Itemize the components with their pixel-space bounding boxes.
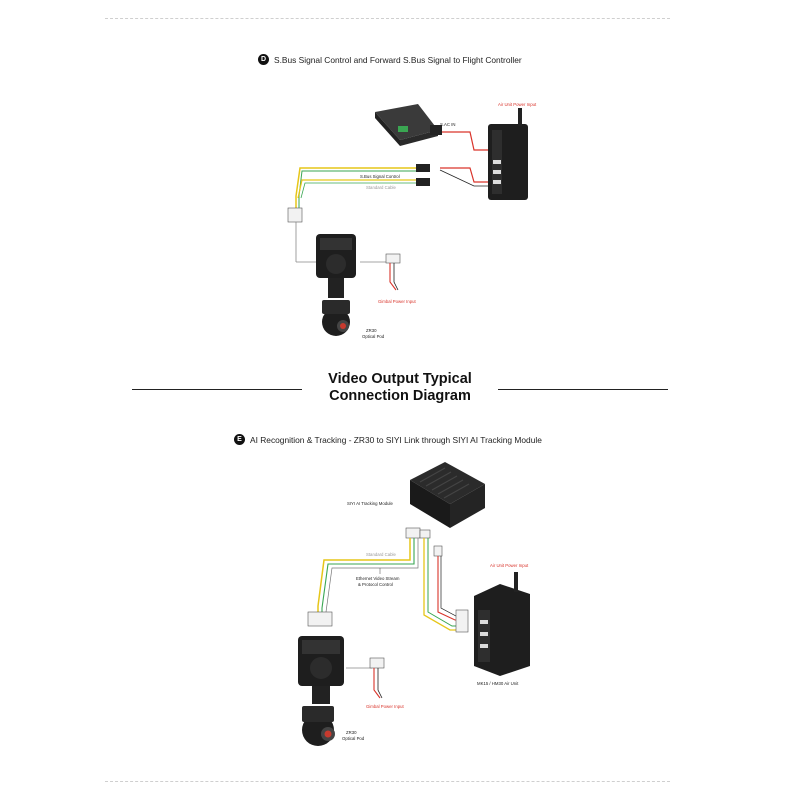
pod-desc-label-d: Optical Pod <box>362 334 385 339</box>
top-dashed-border <box>105 18 670 19</box>
pod-name-label-e: ZR30 <box>346 730 357 735</box>
power-wire-d <box>440 131 488 151</box>
divider-title-line2: Connection Diagram <box>329 388 471 404</box>
standard-cable-label-e: Standard Cable <box>366 552 396 557</box>
divider-line-right <box>498 389 668 390</box>
ai-tracking-module-device <box>410 462 485 528</box>
air-unit-power-label-e: Air Unit Power Input <box>490 563 529 568</box>
air-unit-device-d <box>488 108 528 200</box>
ethernet-cable-e <box>317 538 411 612</box>
section-e-heading: E AI Recognition & Tracking - ZR30 to SI… <box>234 434 542 445</box>
bottom-dashed-border <box>105 781 670 782</box>
air-unit-device-e <box>474 572 530 676</box>
standard-cable-label-d: Standard Cable <box>366 185 396 190</box>
flight-controller-device <box>375 104 438 146</box>
gimbal-power-label-e: Gimbal Power Input <box>366 704 405 709</box>
zr30-pod-d <box>316 234 356 336</box>
divider-title: Video Output Typical Connection Diagram <box>305 371 495 405</box>
divider-line-left <box>132 389 302 390</box>
ethernet-label-line1: Ethernet Video Stream <box>356 576 400 581</box>
pod-desc-label-e: Optical Pod <box>342 736 365 741</box>
pod-name-label-d: ZR30 <box>366 328 377 333</box>
power-wire-d2 <box>440 167 488 183</box>
section-d-title: S.Bus Signal Control and Forward S.Bus S… <box>274 54 522 65</box>
sbus-signal-label: S.Bus Signal Control <box>360 174 400 179</box>
tracking-module-label: SIYI AI Tracking Module <box>347 501 393 506</box>
section-d-heading: D S.Bus Signal Control and Forward S.Bus… <box>258 54 522 65</box>
ethernet-label-line2: & Protocol Control <box>358 582 393 587</box>
sbus-signal-wire <box>295 167 430 212</box>
air-unit-name-label: MK15 / HM30 Air Unit <box>477 681 519 686</box>
section-d-badge: D <box>258 54 269 65</box>
zr30-pod-e <box>298 636 344 746</box>
gimbal-power-label-d: Gimbal Power Input <box>378 299 417 304</box>
section-e-title: AI Recognition & Tracking - ZR30 to SIYI… <box>250 434 542 445</box>
sbus-in-label: S.AC IN <box>440 122 456 127</box>
air-unit-power-label-d: Air Unit Power Input <box>498 102 537 107</box>
divider-title-line1: Video Output Typical <box>328 371 472 387</box>
section-e-badge: E <box>234 434 245 445</box>
